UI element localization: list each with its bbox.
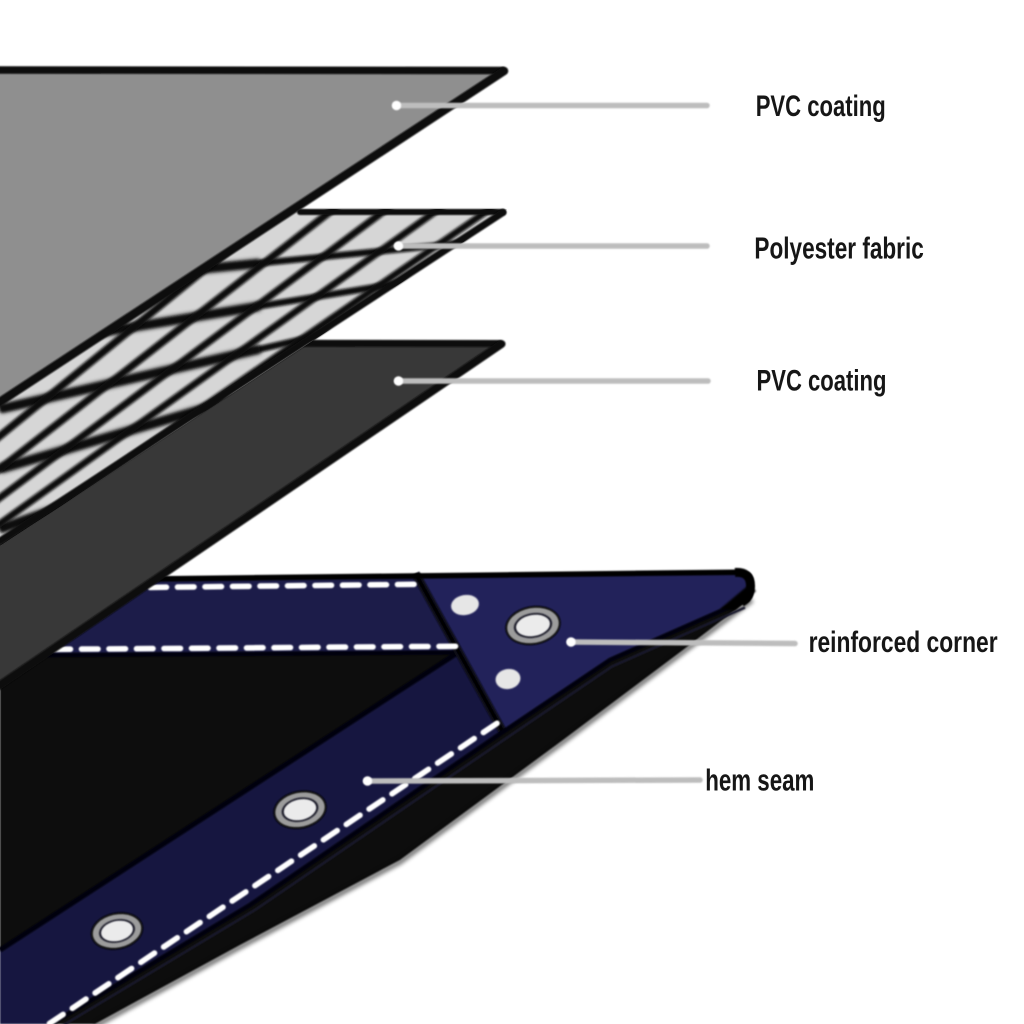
svg-text:PVC coating: PVC coating	[757, 364, 887, 397]
svg-text:Polyester fabric: Polyester fabric	[754, 231, 923, 266]
svg-text:reinforced corner: reinforced corner	[809, 626, 998, 659]
svg-text:PVC coating: PVC coating	[756, 90, 886, 123]
svg-text:hem seam: hem seam	[705, 762, 814, 797]
